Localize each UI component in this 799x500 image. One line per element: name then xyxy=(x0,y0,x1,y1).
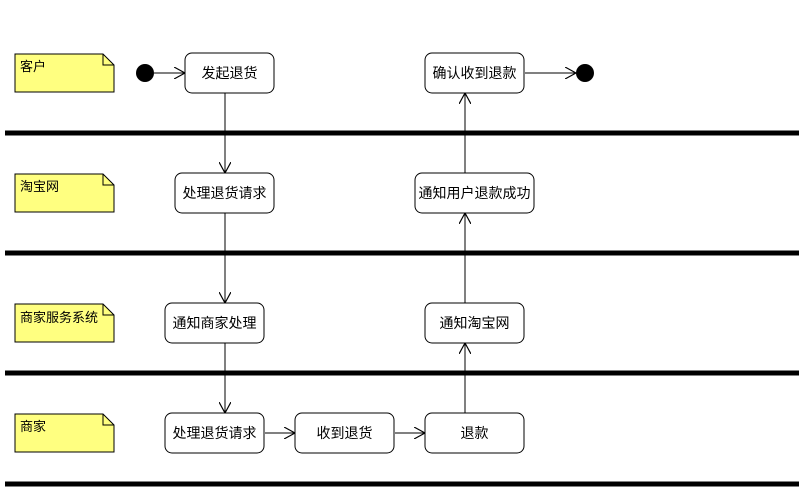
activity-taobao-process: 处理退货请求 xyxy=(174,172,275,214)
initial-node xyxy=(136,64,154,82)
lane-note-merchant-system: 商家服务系统 xyxy=(14,303,115,343)
activity-receive-goods: 收到退货 xyxy=(294,412,395,454)
lane-note-customer: 客户 xyxy=(14,53,115,93)
activity-merchant-process: 处理退货请求 xyxy=(164,412,265,454)
activity-label: 通知商家处理 xyxy=(173,315,257,332)
lane-label: 商家 xyxy=(20,419,46,435)
activity-confirm-refund: 确认收到退款 xyxy=(424,52,525,94)
lane-label: 客户 xyxy=(20,59,46,75)
activity-label: 处理退货请求 xyxy=(183,185,267,202)
lane-note-merchant: 商家 xyxy=(14,413,115,453)
lane-label: 淘宝网 xyxy=(20,180,59,195)
lane-label: 商家服务系统 xyxy=(20,310,98,326)
lane-note-taobao: 淘宝网 xyxy=(14,173,115,213)
activity-notify-user: 通知用户退款成功 xyxy=(414,172,535,214)
activity-initiate-return: 发起退货 xyxy=(184,52,275,94)
activity-label: 退款 xyxy=(461,426,489,442)
activity-refund: 退款 xyxy=(424,412,525,454)
final-node xyxy=(576,64,594,82)
activity-notify-merchant: 通知商家处理 xyxy=(164,302,265,344)
activity-label: 收到退货 xyxy=(317,425,373,442)
activity-label: 通知用户退款成功 xyxy=(419,185,531,202)
activity-label: 通知淘宝网 xyxy=(440,315,510,332)
activity-label: 处理退货请求 xyxy=(173,425,257,442)
activity-label: 确认收到退款 xyxy=(433,66,517,82)
activity-notify-taobao: 通知淘宝网 xyxy=(424,302,525,344)
activity-label: 发起退货 xyxy=(202,65,258,82)
